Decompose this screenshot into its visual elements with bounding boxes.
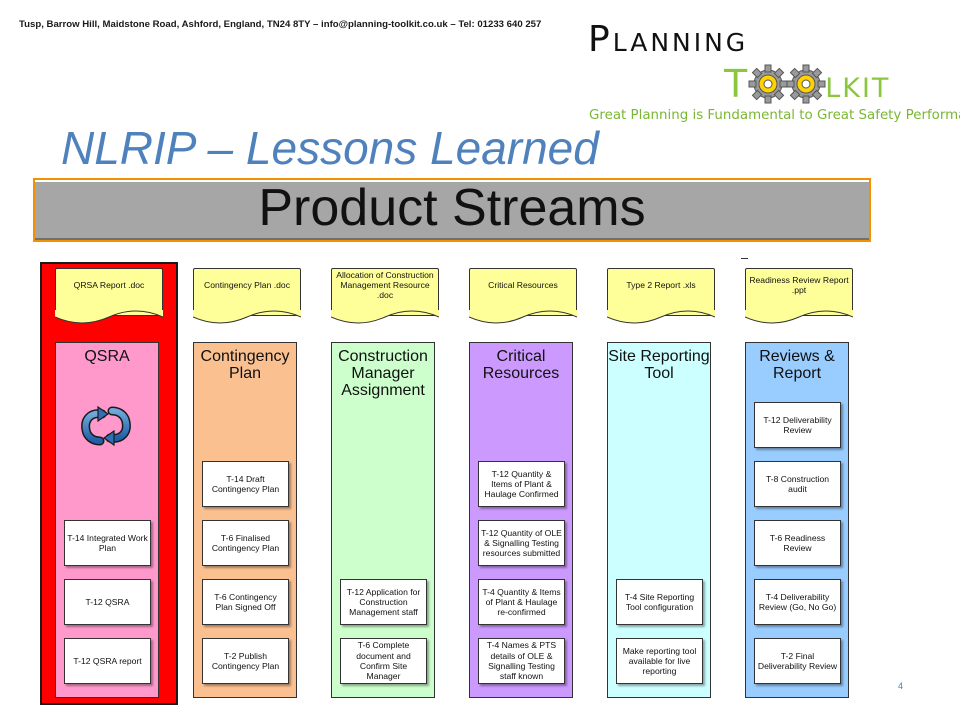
- stream-panel-qsra: QSRA T-14 Integrated Work Plan T-12 QSRA…: [55, 342, 159, 698]
- refresh-cycle-icon: [81, 406, 131, 446]
- document-label: Allocation of Construction Management Re…: [336, 270, 434, 300]
- document-wave: [55, 310, 163, 324]
- task-box: Make reporting tool available for live r…: [616, 638, 703, 684]
- product-streams-banner: Product Streams: [33, 178, 871, 242]
- task-box: T-8 Construction audit: [754, 461, 841, 507]
- task-box: T-12 Quantity & Items of Plant & Haulage…: [478, 461, 565, 507]
- stream-title: Contingency Plan: [200, 348, 290, 382]
- page-title: NLRIP – Lessons Learned: [61, 122, 599, 174]
- task-box: T-6 Readiness Review: [754, 520, 841, 566]
- logo-planning-text: Planning: [588, 19, 749, 60]
- document-shape: Contingency Plan .doc: [193, 268, 301, 324]
- task-box: T-12 QSRA: [64, 579, 151, 625]
- stream-title: Site Reporting Tool: [608, 348, 710, 382]
- document-label: Type 2 Report .xls: [626, 280, 696, 291]
- document-shape: Critical Resources: [469, 268, 577, 324]
- logo-toolkit: T lkit: [724, 64, 890, 104]
- document-shape: Readiness Review Report .ppt: [745, 268, 853, 324]
- document-shape: Type 2 Report .xls: [607, 268, 715, 324]
- stream-title: Critical Resources: [482, 348, 560, 382]
- task-box: T-2 Final Deliverability Review: [754, 638, 841, 684]
- task-box: T-6 Complete document and Confirm Site M…: [340, 638, 427, 684]
- task-box: T-4 Quantity & Items of Plant & Haulage …: [478, 579, 565, 625]
- task-box: T-2 Publish Contingency Plan: [202, 638, 289, 684]
- stream-panel-critical-resources: Critical Resources T-12 Quantity & Items…: [469, 342, 573, 698]
- page-number: 4: [898, 681, 904, 691]
- document-label: QRSA Report .doc: [73, 280, 145, 291]
- stream-panel-site-reporting-tool: Site Reporting Tool T-4 Site Reporting T…: [607, 342, 711, 698]
- task-box: T-4 Deliverability Review (Go, No Go): [754, 579, 841, 625]
- task-box: T-14 Draft Contingency Plan: [202, 461, 289, 507]
- task-box: T-4 Names & PTS details of OLE & Signall…: [478, 638, 565, 684]
- logo-toolkit-prefix: T: [724, 62, 750, 106]
- contact-address: Tusp, Barrow Hill, Maidstone Road, Ashfo…: [19, 19, 542, 30]
- task-box: T-12 QSRA report: [64, 638, 151, 684]
- document-shape: QRSA Report .doc: [55, 268, 163, 324]
- task-box: T-14 Integrated Work Plan: [64, 520, 151, 566]
- document-wave: [607, 310, 715, 324]
- task-box: T-12 Quantity of OLE & Signalling Testin…: [478, 520, 565, 566]
- document-label: Contingency Plan .doc: [204, 280, 290, 291]
- document-label: Readiness Review Report .ppt: [749, 275, 849, 295]
- stream-panel-construction-manager: Construction Manager Assignment T-12 App…: [331, 342, 435, 698]
- gear-icon: [748, 64, 788, 104]
- stream-title: Construction Manager Assignment: [338, 348, 428, 399]
- task-box: T-4 Site Reporting Tool configuration: [616, 579, 703, 625]
- task-box: T-6 Finalised Contingency Plan: [202, 520, 289, 566]
- dash-mark: [741, 258, 748, 259]
- logo-tagline: Great Planning is Fundamental to Great S…: [589, 108, 960, 123]
- stream-title: Reviews & Report: [759, 348, 835, 382]
- stream-panel-contingency-plan: Contingency Plan T-14 Draft Contingency …: [193, 342, 297, 698]
- task-box: T-6 Contingency Plan Signed Off: [202, 579, 289, 625]
- document-wave: [745, 310, 853, 324]
- banner-label: Product Streams: [258, 179, 646, 237]
- task-box: T-12 Application for Construction Manage…: [340, 579, 427, 625]
- document-wave: [331, 310, 439, 324]
- document-wave: [193, 310, 301, 324]
- task-box: T-12 Deliverability Review: [754, 402, 841, 448]
- stream-title: QSRA: [84, 348, 130, 365]
- document-wave: [469, 310, 577, 324]
- stream-panel-reviews-report: Reviews & Report T-12 Deliverability Rev…: [745, 342, 849, 698]
- document-shape: Allocation of Construction Management Re…: [331, 268, 439, 324]
- logo-toolkit-suffix: lkit: [825, 62, 891, 106]
- document-label: Critical Resources: [488, 280, 558, 291]
- gear-icon: [786, 64, 826, 104]
